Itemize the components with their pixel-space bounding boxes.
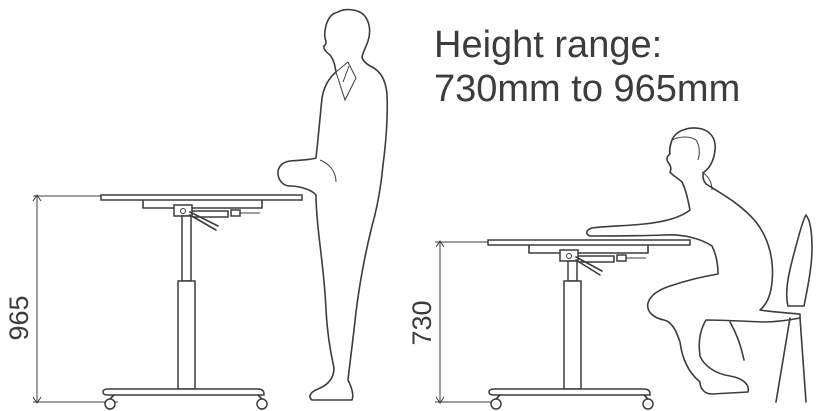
seated-person — [586, 127, 801, 395]
chair — [729, 214, 813, 403]
seated-height-label: 730 — [407, 300, 437, 345]
standing-person — [277, 8, 389, 401]
caption-line-2: 730mm to 965mm — [434, 68, 740, 110]
seated-desk — [487, 239, 691, 410]
standing-height-label: 965 — [4, 295, 34, 340]
caption-line-1: Height range: — [434, 24, 662, 66]
seated-height-dimension: 730 — [407, 240, 495, 404]
standing-height-dimension: 965 — [4, 194, 120, 404]
standing-desk — [100, 194, 303, 410]
